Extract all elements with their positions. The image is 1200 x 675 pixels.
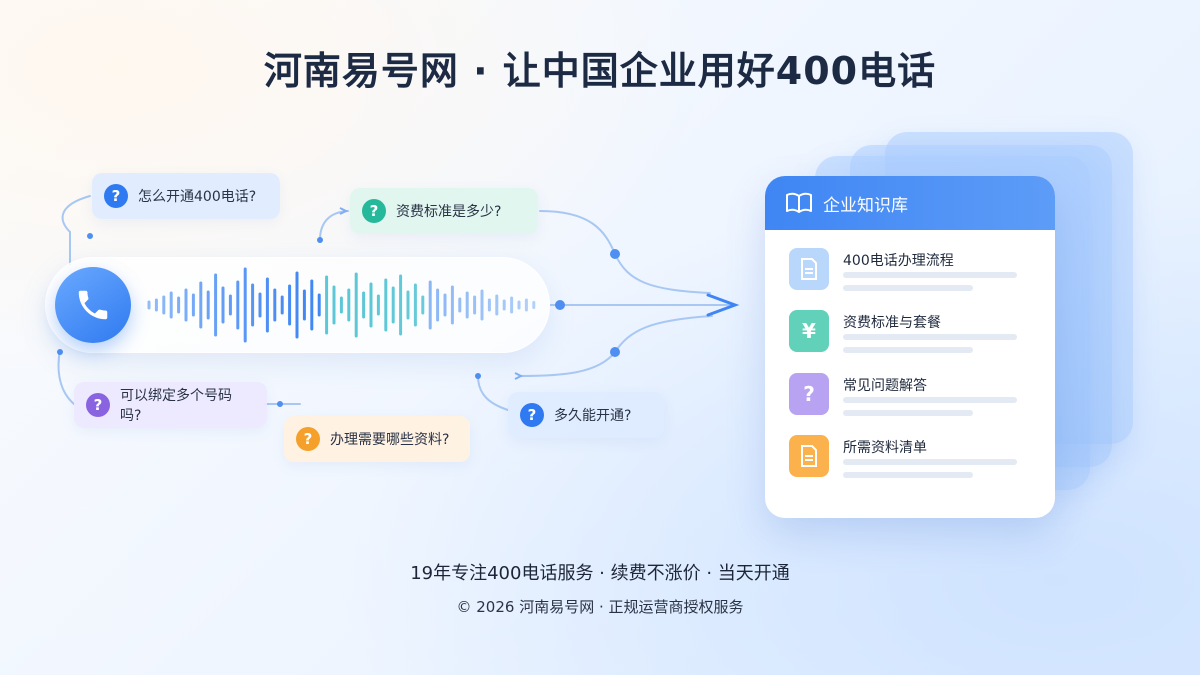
placeholder-line	[843, 472, 973, 478]
book-icon	[786, 192, 812, 213]
document-icon	[789, 248, 829, 290]
question-text: 可以绑定多个号码吗?	[120, 388, 232, 424]
main-title: 河南易号网 · 让中国企业用好400电话	[263, 49, 937, 93]
question-bubble-bind: ? 可以绑定多个号码吗?	[74, 382, 267, 428]
placeholder-line	[843, 347, 973, 353]
question-bubble-time: ? 多久能开通?	[508, 392, 664, 438]
question-icon: ?	[296, 427, 320, 451]
question-icon: ?	[520, 403, 544, 427]
question-text: 资费标准是多少?	[396, 204, 502, 220]
question-icon: ?	[86, 393, 110, 417]
kb-item-label: 资费标准与套餐	[843, 315, 941, 331]
question-icon: ?	[104, 184, 128, 208]
question-text: 办理需要哪些资料?	[330, 432, 450, 448]
placeholder-line	[843, 272, 1017, 278]
kb-item-label: 所需资料清单	[843, 440, 927, 456]
placeholder-line	[843, 459, 1017, 465]
footer-copyright: © 2026 河南易号网 · 正规运营商授权服务	[456, 598, 744, 616]
phone-call-button[interactable]	[55, 267, 131, 343]
call-waveform-pill	[45, 257, 550, 353]
knowledge-base-header: 企业知识库	[765, 176, 1055, 230]
placeholder-line	[843, 410, 973, 416]
placeholder-line	[843, 397, 1017, 403]
question-icon: ?	[789, 373, 829, 415]
phone-icon	[78, 290, 108, 320]
kb-item-materials[interactable]: 所需资料清单	[789, 435, 1039, 487]
question-text: 怎么开通400电话?	[138, 189, 257, 205]
question-bubble-open: ? 怎么开通400电话?	[92, 173, 280, 219]
question-text: 多久能开通?	[554, 408, 632, 424]
kb-item-fees[interactable]: ¥ 资费标准与套餐	[789, 310, 1039, 362]
kb-item-process[interactable]: 400电话办理流程	[789, 248, 1039, 300]
question-bubble-fee: ? 资费标准是多少?	[350, 188, 538, 234]
yen-icon: ¥	[789, 310, 829, 352]
knowledge-base-title: 企业知识库	[823, 195, 908, 216]
knowledge-base-card: 企业知识库 400电话办理流程 ¥ 资费标准与套餐 ? 常见问题解答	[765, 176, 1055, 518]
kb-item-faq[interactable]: ? 常见问题解答	[789, 373, 1039, 425]
footer-tagline: 19年专注400电话服务 · 续费不涨价 · 当天开通	[410, 563, 790, 584]
kb-item-label: 常见问题解答	[843, 378, 927, 394]
placeholder-line	[843, 285, 973, 291]
question-icon: ?	[362, 199, 386, 223]
kb-item-label: 400电话办理流程	[843, 253, 954, 269]
question-bubble-docs: ? 办理需要哪些资料?	[284, 416, 470, 462]
document-icon	[789, 435, 829, 477]
placeholder-line	[843, 334, 1017, 340]
voice-waveform	[147, 267, 536, 343]
